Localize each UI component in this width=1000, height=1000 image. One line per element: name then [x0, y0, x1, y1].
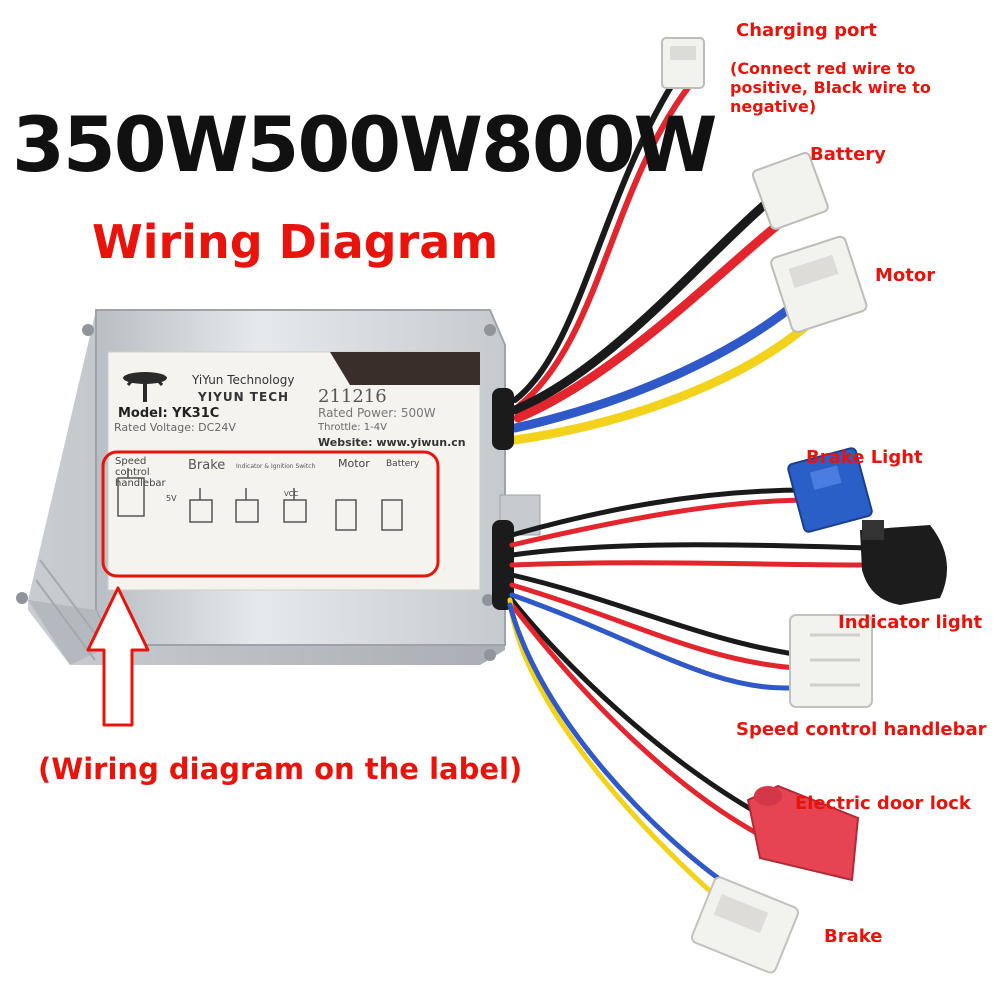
brake-light-wire-black: [509, 487, 811, 538]
callout-charging-note: (Connect red wire to positive, Black wir…: [730, 59, 931, 116]
label-caption: (Wiring diagram on the label): [38, 752, 523, 786]
callout-motor: Motor: [875, 265, 936, 286]
battery-wire-red: [513, 210, 795, 423]
indicator-light-connector: [860, 520, 948, 605]
label-website: Website: www.yiwun.cn: [318, 436, 466, 449]
label-brand: YiYun Technology: [192, 373, 295, 387]
speed-wire-blue: [509, 592, 793, 691]
pinout-battery: Battery: [386, 459, 420, 469]
product-headline: 350W500W800W: [12, 100, 717, 189]
brand-logo: [123, 372, 167, 402]
wiring-highlight-box: [101, 450, 440, 578]
pinout-glyphs: [117, 468, 403, 531]
charging-wire-black: [512, 77, 678, 403]
speed-wire-red: [509, 582, 798, 671]
label-model: Model: YK31C: [118, 406, 220, 421]
motor-wire-yellow: [510, 313, 820, 445]
label-pointer-arrow: [86, 586, 150, 727]
pinout-indicator: Indicator & Ignition Switch: [236, 463, 316, 470]
brake-light-wire-red: [509, 497, 815, 548]
label-throttle: Throttle: 1-4V: [318, 422, 387, 433]
callout-door-lock: Electric door lock: [795, 793, 971, 814]
motor-wire-blue: [510, 295, 805, 433]
callout-brake: Brake: [824, 926, 883, 947]
label-serial: 211216: [318, 386, 387, 407]
bottom-wire-harness: [507, 487, 873, 903]
battery-connector: [751, 151, 829, 230]
diagram-title: Wiring Diagram: [92, 215, 499, 269]
top-wire-harness: [510, 77, 820, 445]
charging-wire-red: [517, 82, 693, 408]
pinout-brake: Brake: [188, 458, 226, 473]
speed-control-connector: [789, 614, 873, 708]
label-brand-mark: YIYUN TECH: [198, 390, 290, 404]
motor-connector: [770, 235, 868, 333]
indicator-wire-red: [509, 560, 873, 568]
indicator-wire-black: [509, 542, 873, 558]
brake-light-connector: [787, 447, 873, 533]
label-rated-power: Rated Power: 500W: [318, 406, 436, 420]
device-label-sticker: [101, 351, 481, 591]
lock-wire-black: [509, 597, 773, 823]
brake-wire-blue: [507, 602, 738, 893]
pinout-motor: Motor: [338, 457, 370, 470]
lock-wire-red: [509, 602, 763, 838]
callout-charging-port: Charging port: [736, 20, 877, 41]
callout-battery: Battery: [810, 144, 886, 165]
callout-speed-control: Speed control handlebar: [736, 719, 987, 740]
door-lock-connector: [746, 784, 860, 882]
brake-connector: [690, 876, 800, 974]
pin-vcc: VCC: [284, 490, 299, 498]
callout-indicator-light: Indicator light: [838, 612, 983, 633]
pinout-speed-control: Speed control handlebar: [115, 456, 166, 489]
speed-wire-black: [509, 572, 803, 658]
pin-5v: 5V: [166, 494, 177, 503]
charging-port-connector: [661, 37, 705, 89]
battery-wire-black: [510, 195, 775, 415]
callout-brake-light: Brake Light: [806, 447, 923, 468]
label-rated-voltage: Rated Voltage: DC24V: [114, 421, 236, 434]
